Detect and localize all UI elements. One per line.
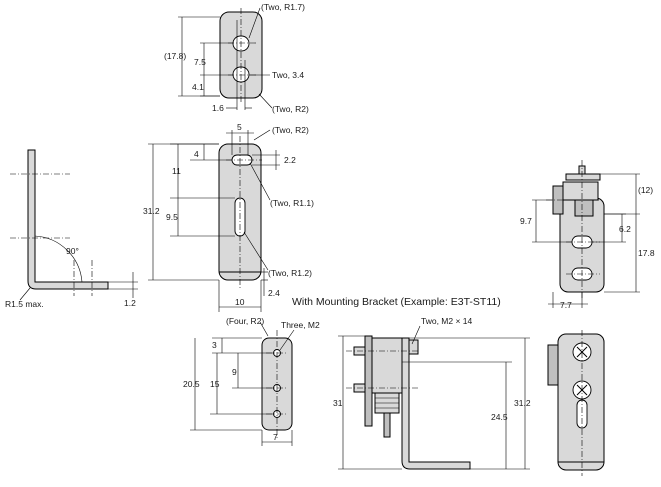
top-view-dim-178: (17.8) (164, 51, 186, 61)
sensor-right-dim-62: 6.2 (619, 224, 631, 234)
assembly-bracket (401, 337, 471, 470)
sensor-right-cap (565, 173, 601, 181)
front-view-dim-11: 11 (172, 166, 181, 176)
front-view-dim-5: 5 (237, 122, 242, 132)
sensor-bottom-right-view (547, 330, 605, 476)
bracket-dim-7: 7 (273, 432, 278, 442)
assembly-cable (383, 412, 391, 438)
sensor-right-block (574, 199, 594, 217)
front-view-dim-24: 2.4 (268, 288, 280, 298)
front-view-r2: (Two, R2) (272, 125, 309, 135)
top-view-dim-34: Two, 3.4 (272, 70, 304, 80)
side-view: 90° R1.5 max. 1.2 (5, 149, 138, 309)
side-view-r15: R1.5 max. (5, 299, 44, 309)
front-view-dim-22: 2.2 (284, 155, 296, 165)
bracket-dim-9: 9 (232, 367, 237, 377)
bracket-r2: (Four, R2) (226, 316, 264, 326)
side-view-bracket (27, 149, 109, 290)
front-view-dim-4: 4 (194, 149, 199, 159)
front-view-dim-95: 9.5 (166, 212, 178, 222)
side-view-angle: 90° (66, 246, 79, 256)
bracket-view: (Four, R2) Three, M2 3 9 20.5 15 7 (183, 316, 320, 446)
sensor-right-view: (12) 9.7 6.2 17.8 7.7 (520, 160, 655, 310)
front-view-r12: (Two, R1.2) (268, 268, 312, 278)
assembly-sensor-front (364, 335, 373, 427)
assembly-dim-245: 24.5 (491, 412, 508, 422)
assembly-dim-31: 31 (333, 398, 343, 408)
sensor-right-dim-12: (12) (638, 185, 653, 195)
assembly-dim-312: 31.2 (514, 398, 531, 408)
assembly-nut (408, 339, 419, 355)
assembly-view: Two, M2 × 14 31 31.2 24.5 (333, 316, 531, 470)
top-view-dim-16: 1.6 (212, 103, 224, 113)
bracket-m2: Three, M2 (281, 320, 320, 330)
front-view: 5 (Two, R2) 4 11 2.2 (Two, R1.1) 31.2 9.… (143, 122, 314, 312)
bracket-dim-15: 15 (210, 379, 220, 389)
front-view-dim-312: 31.2 (143, 206, 160, 216)
front-view-r11: (Two, R1.1) (270, 198, 314, 208)
bracket-dim-3: 3 (212, 340, 217, 350)
top-view: (17.8) 7.5 4.1 1.6 (Two, R1.7) Two, 3.4 … (164, 2, 309, 114)
sensor-right-dim-97: 9.7 (520, 216, 532, 226)
assembly-sensor-body (371, 337, 403, 394)
top-view-dim-75: 7.5 (194, 57, 206, 67)
assembly-caption: With Mounting Bracket (Example: E3T-ST11… (292, 296, 501, 308)
sensor-right-head (562, 181, 599, 201)
assembly-m2: Two, M2 × 14 (421, 316, 473, 326)
sensor-right-dim-178: 17.8 (638, 248, 655, 258)
side-view-dim-12: 1.2 (124, 298, 136, 308)
sensor-br-housing (547, 344, 559, 386)
bracket-dim-205: 20.5 (183, 379, 200, 389)
top-view-r2: (Two, R2) (272, 104, 309, 114)
sensor-right-dim-77: 7.7 (560, 300, 572, 310)
front-view-dim-10: 10 (235, 297, 245, 307)
top-view-dim-41: 4.1 (192, 82, 204, 92)
top-view-r17: (Two, R1.7) (261, 2, 305, 12)
